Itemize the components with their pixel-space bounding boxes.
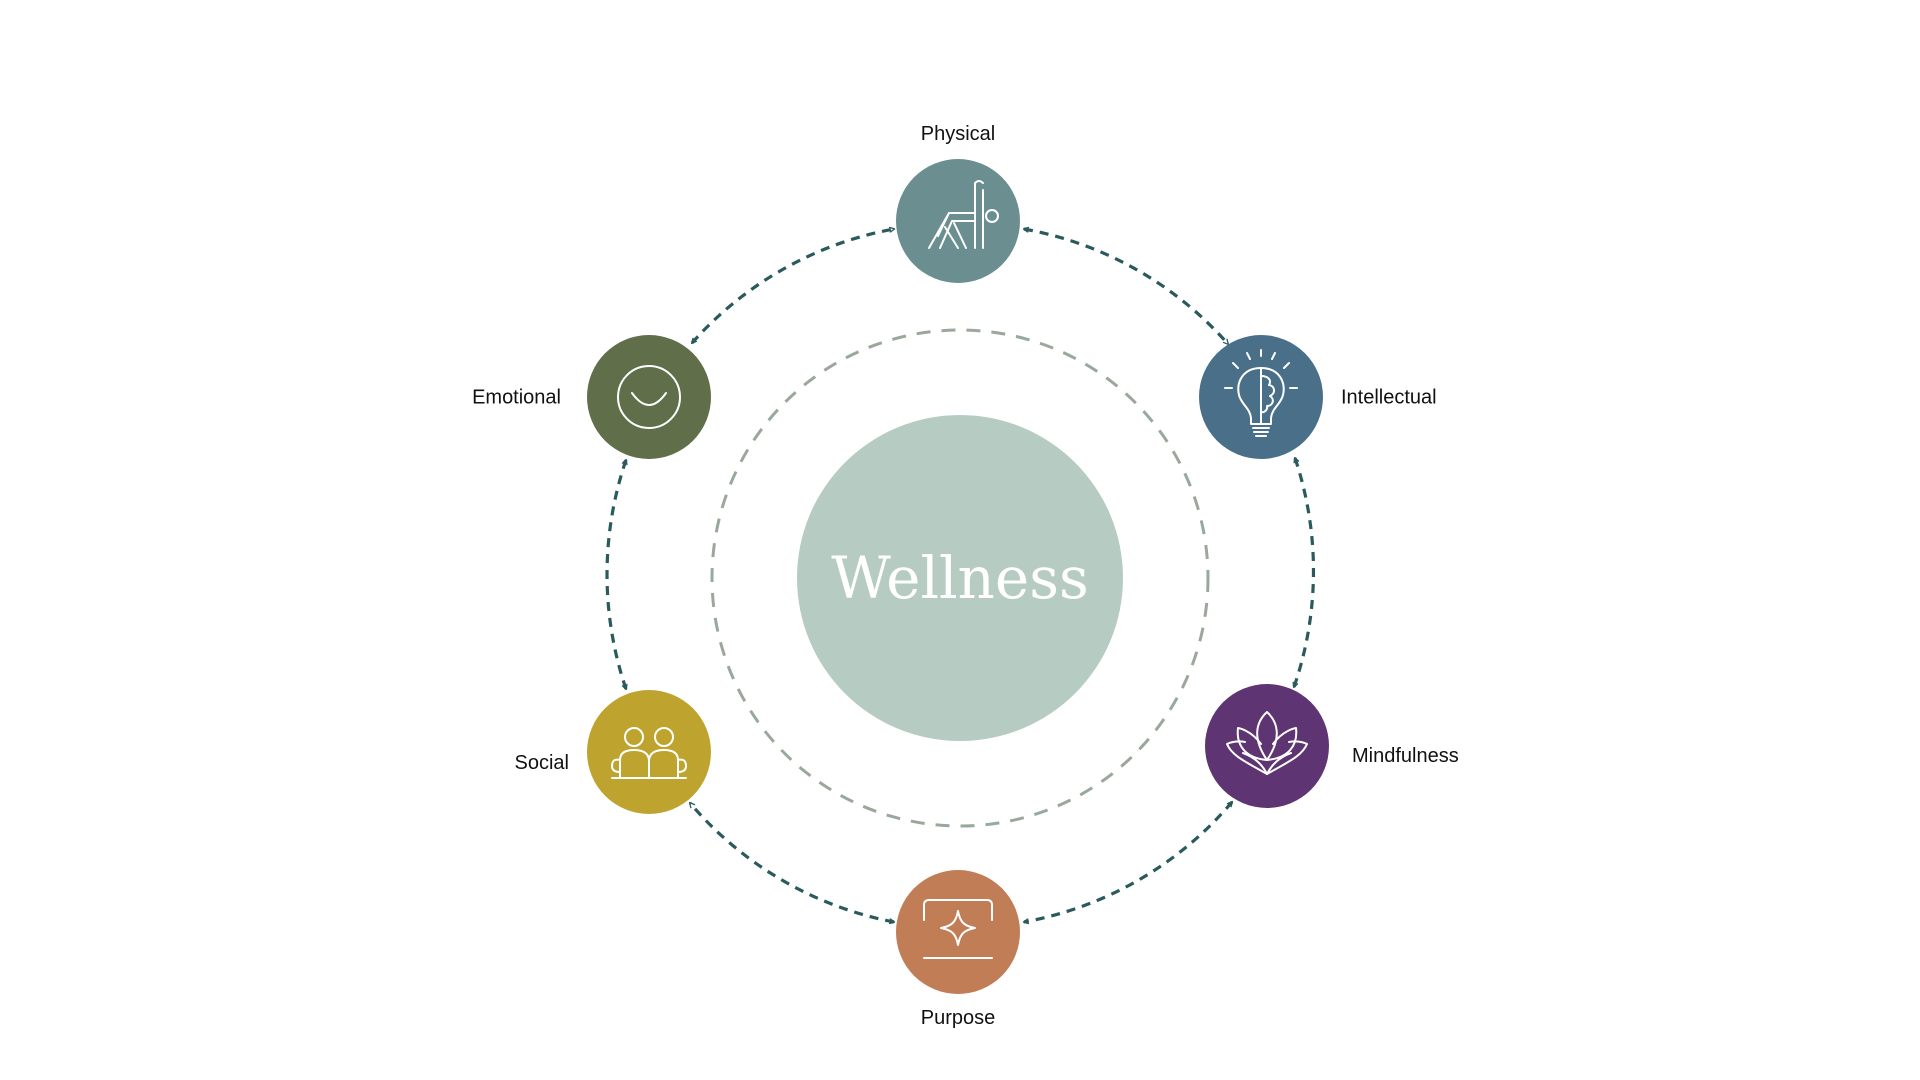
purpose-circle xyxy=(896,870,1020,994)
node-intellectual: Intellectual xyxy=(1199,335,1437,459)
social-label: Social xyxy=(515,752,569,774)
lightbulb-brain-icon xyxy=(1224,349,1298,437)
yoga-pose-icon xyxy=(928,180,999,249)
connector-physical-intellectual xyxy=(1024,229,1230,344)
connector-mindfulness-purpose xyxy=(1024,802,1234,922)
social-circle xyxy=(587,690,711,814)
emotional-circle xyxy=(587,335,711,459)
node-mindfulness: Mindfulness xyxy=(1205,684,1459,808)
mindfulness-circle xyxy=(1205,684,1329,808)
connector-purpose-social xyxy=(688,803,894,922)
connector-emotional-physical xyxy=(690,229,894,343)
smiley-icon xyxy=(617,365,681,429)
node-physical: Physical xyxy=(896,123,1020,283)
mindfulness-label: Mindfulness xyxy=(1352,745,1459,767)
people-icon xyxy=(611,727,687,779)
physical-label: Physical xyxy=(921,123,995,145)
intellectual-label: Intellectual xyxy=(1341,386,1437,408)
lotus-icon xyxy=(1226,711,1308,775)
center-label: Wellness xyxy=(831,544,1089,612)
node-emotional: Emotional xyxy=(472,335,711,459)
center-circle xyxy=(797,415,1123,741)
emotional-label: Emotional xyxy=(472,386,561,408)
connector-intellectual-mindfulness xyxy=(1294,458,1316,687)
inner-dashed-ring xyxy=(710,328,1210,828)
node-purpose: Purpose xyxy=(896,870,1020,1029)
purpose-label: Purpose xyxy=(921,1007,996,1029)
connector-social-emotional xyxy=(605,460,626,689)
node-social: Social xyxy=(515,690,711,814)
sparkle-frame-icon xyxy=(923,899,993,959)
